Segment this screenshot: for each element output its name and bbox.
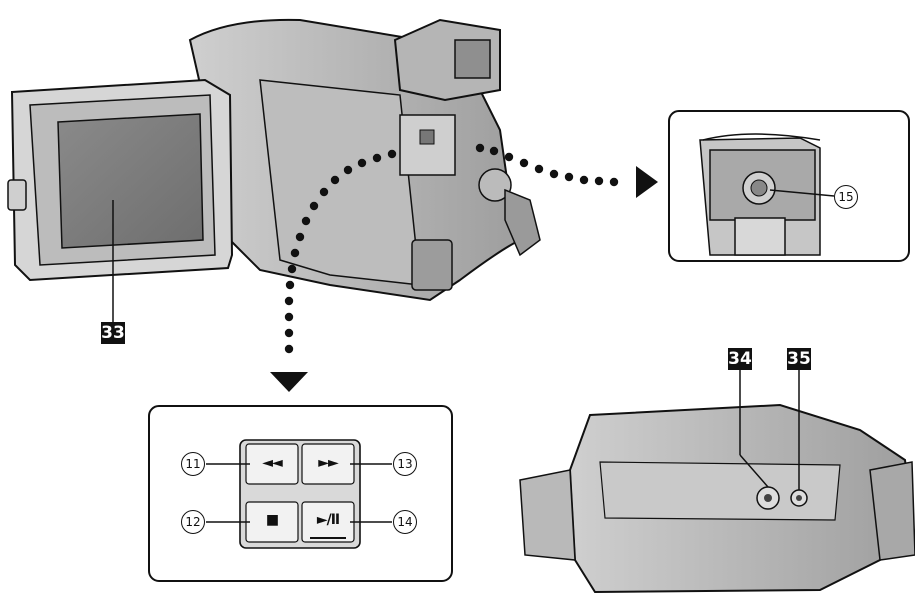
number-11: 11 <box>181 452 205 476</box>
number-14: 14 <box>393 510 417 534</box>
number-13: 13 <box>393 452 417 476</box>
number-15: 15 <box>834 185 858 209</box>
callout-33: 33 <box>101 322 125 344</box>
play-pause-icon: ►/II <box>316 512 340 528</box>
dotted-arrow-down <box>270 149 397 392</box>
viewfinder-inset <box>668 110 910 262</box>
fast-forward-icon: ►► <box>318 455 339 471</box>
dotted-arrow-right <box>475 143 658 198</box>
camcorder-illustration <box>7 18 541 302</box>
buttons-inset <box>148 405 453 582</box>
callout-34: 34 <box>728 348 752 370</box>
stop-icon: ■ <box>265 512 279 528</box>
callout-35: 35 <box>787 348 811 370</box>
rewind-icon: ◄◄ <box>262 455 283 471</box>
number-12: 12 <box>181 510 205 534</box>
camcorder-underside-illustration <box>519 370 915 594</box>
